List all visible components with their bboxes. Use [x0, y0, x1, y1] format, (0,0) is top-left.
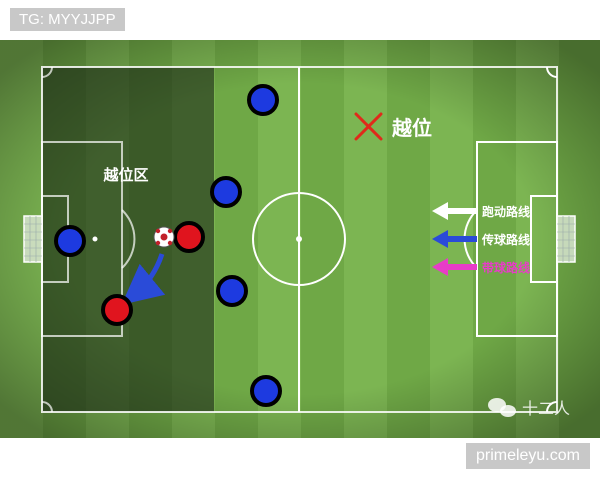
author-watermark: 十二人 [522, 399, 570, 418]
route-legend: 跑动路线 传球路线 带球路线 [432, 202, 530, 276]
legend-dribble-route: 带球路线 [432, 258, 530, 276]
offside-mark-label: 越位 [391, 116, 432, 140]
defender-player [216, 275, 248, 307]
right-goal [556, 215, 576, 263]
defenders [54, 84, 282, 407]
telegram-watermark: TG: MYYJJPP [10, 8, 125, 31]
pass-arrow [121, 253, 166, 305]
legend-run-label: 跑动路线 [482, 204, 530, 219]
wechat-icon [488, 398, 516, 417]
attacker-player [101, 294, 133, 326]
defender-player [210, 176, 242, 208]
legend-run-route: 跑动路线 [432, 202, 530, 220]
site-watermark: primeleyu.com [465, 443, 590, 469]
defender-player [247, 84, 279, 116]
left-goal [23, 215, 43, 263]
attackers [101, 221, 205, 326]
legend-pass-route: 传球路线 [432, 230, 530, 248]
legend-dribble-label: 带球路线 [482, 260, 530, 275]
defender-player [250, 375, 282, 407]
attacker-player [173, 221, 205, 253]
legend-pass-label: 传球路线 [481, 232, 530, 247]
defender-player [54, 225, 86, 257]
soccer-pitch-diagram: 越位区 越位 跑动路线 [0, 40, 600, 438]
soccer-ball-icon [153, 226, 175, 248]
offside-cross-icon [354, 112, 383, 141]
offside-zone-label: 越位区 [102, 166, 148, 184]
